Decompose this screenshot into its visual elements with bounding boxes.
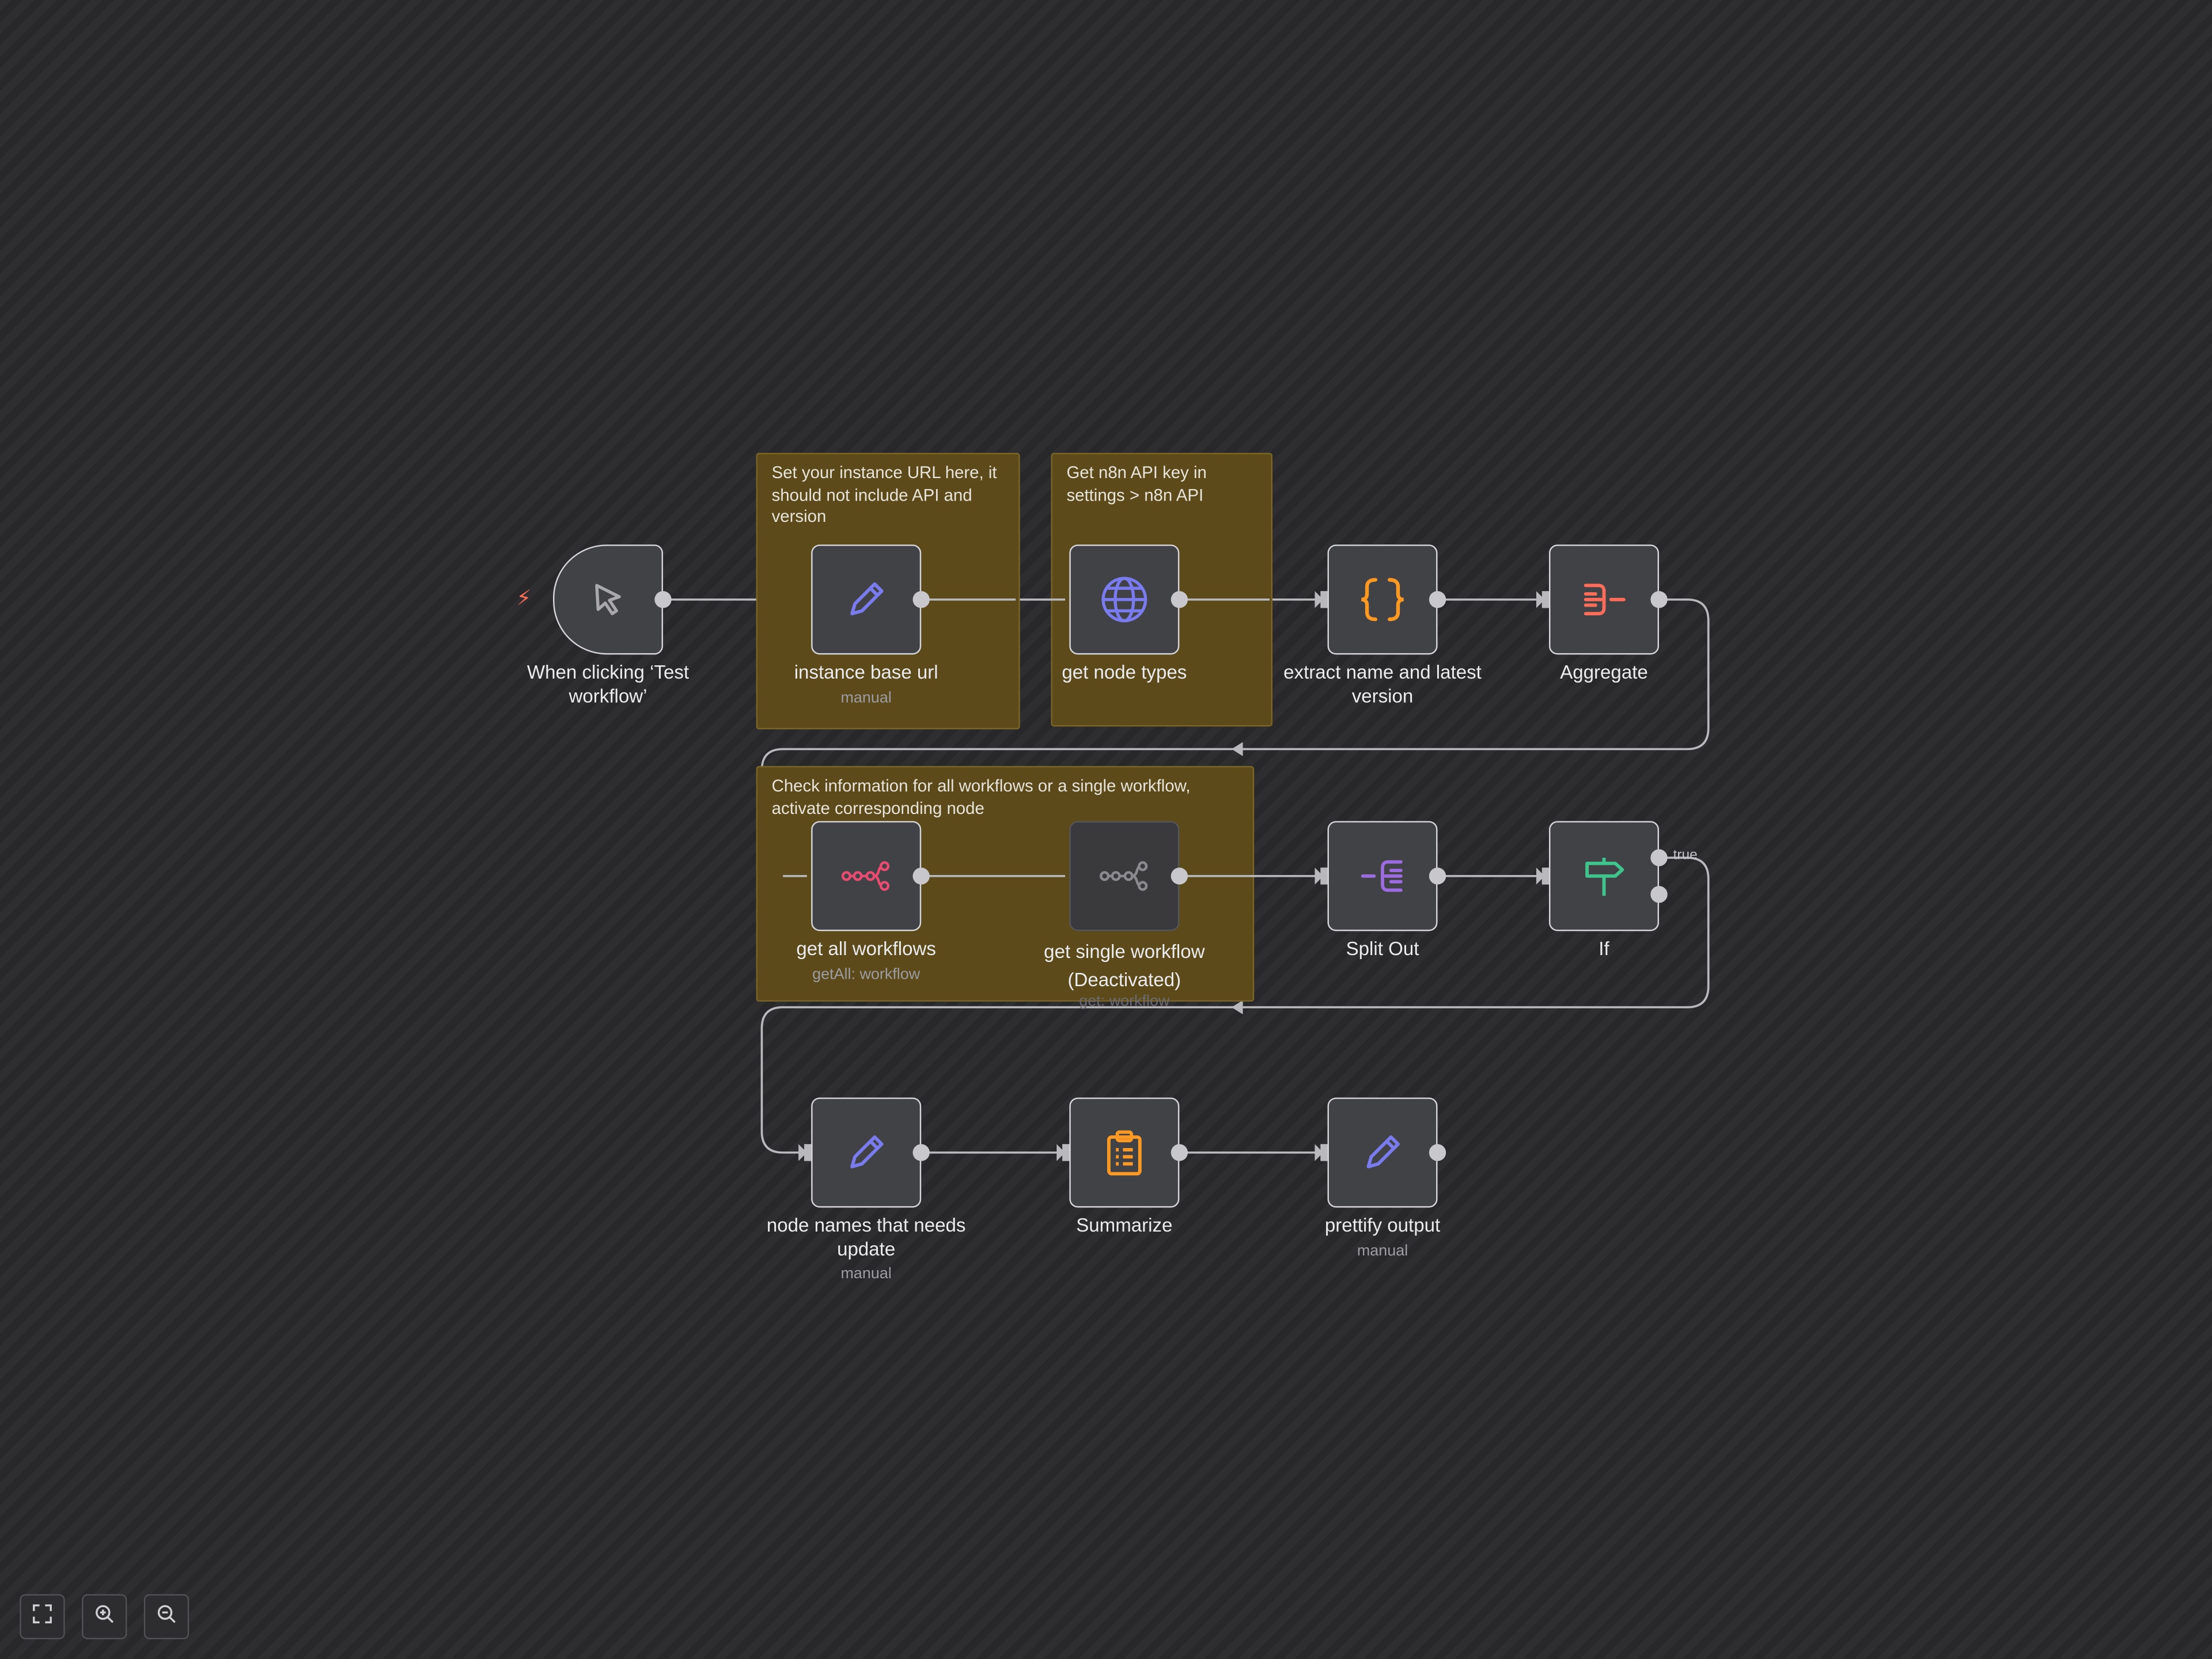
split-out-icon [1354,848,1411,904]
input-handle [1541,591,1551,608]
node-label: If [1599,938,1609,960]
n8n-logo-icon [1096,848,1153,904]
input-handle [1320,591,1329,608]
input-handle [1541,868,1551,885]
node-subtitle: get: workflow [1079,993,1170,1010]
pencil-icon [838,571,895,628]
node-subtitle: manual [840,690,892,707]
input-handle [804,1144,813,1161]
node-instance-base-url[interactable] [811,544,922,655]
node-get-node-types[interactable] [1069,544,1180,655]
arrow-tip [798,1144,807,1161]
node-subtitle: manual [1357,1243,1408,1260]
zoom-out-icon [157,1603,176,1630]
if-true-label: true [1673,847,1698,863]
output-handle [1650,591,1668,608]
node-get-all-workflows[interactable] [811,821,922,931]
output-handle [1429,868,1446,885]
node-subtitle: manual [840,1265,892,1283]
zoom-in-icon [94,1603,114,1630]
node-label: extract name and latest version [1283,661,1482,706]
node-label: node names that needs update [766,1214,966,1259]
cursor-icon [580,571,637,628]
output-handle [1171,591,1188,608]
arrow-tip [1536,591,1545,608]
clipboard-icon [1096,1124,1153,1181]
sticky-note-text: Set your instance URL here, it should no… [771,463,997,527]
trigger-bolt-icon: ⚡ [516,586,532,611]
sticky-note-text: Check information for all workflows or a… [771,775,1191,818]
flow-arrow [1231,742,1243,756]
output-handle [912,868,930,885]
arrow-tip [1315,1144,1324,1161]
input-handle [1062,1144,1071,1161]
zoom-to-fit-button[interactable] [20,1594,65,1639]
arrow-tip [1315,868,1324,885]
pencil-icon [1354,1124,1411,1181]
node-label: get node types [1062,661,1187,683]
pencil-icon [838,1124,895,1181]
zoom-in-button[interactable] [82,1594,127,1639]
node-label: get all workflows [796,938,936,960]
node-extract-name[interactable] [1327,544,1438,655]
node-label: instance base url [794,661,938,683]
node-if[interactable] [1549,821,1660,931]
output-handle-false [1650,885,1668,903]
globe-icon [1096,571,1153,628]
signpost-icon [1576,848,1633,904]
node-summarize[interactable] [1069,1097,1180,1208]
input-handle [1320,868,1329,885]
node-subtitle: getAll: workflow [812,966,921,983]
arrow-tip [1056,1144,1065,1161]
output-handle [1171,1144,1188,1161]
code-braces-icon [1354,571,1411,628]
n8n-logo-icon [838,848,895,904]
arrow-tip [1536,868,1545,885]
output-handle [654,591,672,608]
aggregate-icon [1576,571,1633,628]
output-handle [1429,591,1446,608]
flow-arrow [1231,1000,1243,1014]
output-handle [912,591,930,608]
node-label: Summarize [1076,1214,1173,1236]
sticky-note-text: Get n8n API key in settings > n8n API [1066,463,1207,505]
output-handle [1171,868,1188,885]
node-label: Aggregate [1560,661,1648,683]
arrow-tip [1315,591,1324,608]
node-label: get single workflow (Deactivated) [1044,941,1205,990]
input-handle [1320,1144,1329,1161]
node-label: prettify output [1324,1214,1441,1236]
node-prettify-output[interactable] [1327,1097,1438,1208]
output-handle [912,1144,930,1161]
fit-view-icon [32,1603,52,1630]
node-label: When clicking ‘Test workflow’ [527,661,690,706]
node-label: Split Out [1346,938,1419,960]
zoom-out-button[interactable] [143,1594,190,1639]
output-handle [1429,1144,1446,1161]
output-handle-true [1650,849,1668,866]
